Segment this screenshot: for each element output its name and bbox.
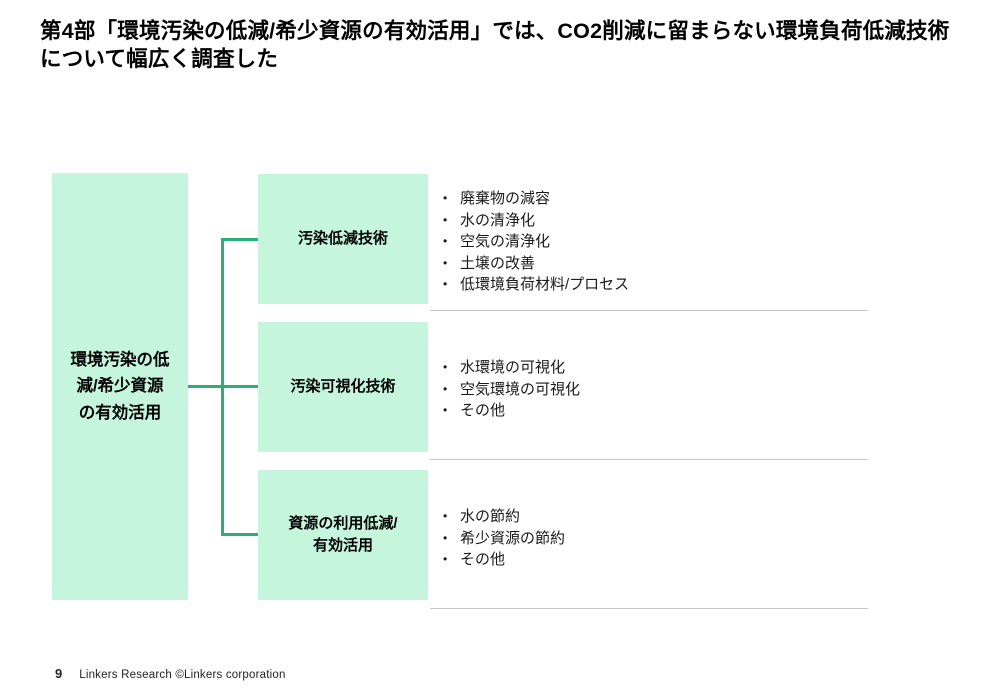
list-item: • その他 — [443, 400, 873, 422]
bullet-icon: • — [443, 552, 448, 566]
bullet-icon: • — [443, 191, 448, 205]
copyright-credit: Linkers Research ©Linkers corporation — [79, 669, 286, 681]
branch-label: 汚染低減技術 — [297, 230, 388, 248]
list-item-text: 低環境負荷材料/プロセス — [460, 276, 630, 293]
list-item: • 水の節約 — [443, 506, 873, 528]
list-item: • 低環境負荷材料/プロセス — [443, 274, 873, 296]
branch-box-resource-use-reduction: 資源の利用低減/有効活用 — [258, 470, 428, 600]
slide-title: 第4部「環境汚染の低減/希少資源の有効活用」では、CO2削減に留まらない環境負荷… — [40, 19, 950, 71]
page-number: 9 — [55, 666, 63, 681]
bullet-icon: • — [443, 381, 448, 396]
list-item-text: 水の節約 — [460, 508, 521, 525]
branch-box-pollution-visualization: 汚染可視化技術 — [258, 322, 428, 452]
bullet-icon: • — [443, 509, 448, 523]
bullet-icon: • — [443, 277, 448, 291]
root-category-label: 環境汚染の低減/希少資源の有効活用 — [70, 350, 170, 422]
list-item-text: 廃棄物の減容 — [460, 190, 551, 207]
connector-root-line — [188, 385, 258, 388]
bullet-icon: • — [443, 403, 448, 417]
bullet-icon: • — [443, 212, 448, 227]
list-item-text: 水環境の可視化 — [460, 359, 566, 376]
bullet-icon: • — [443, 255, 448, 270]
connector-branch-3-line — [221, 533, 258, 536]
list-item-text: その他 — [460, 402, 506, 419]
slide-footer: 9 Linkers Research ©Linkers corporation — [55, 666, 286, 681]
root-category-box: 環境汚染の低減/希少資源の有効活用 — [52, 173, 188, 600]
branch-items-pollution-reduction: • 廃棄物の減容 • 水の清浄化 • 空気の清浄化 • 土壌の改善 • 低環境負荷材料/プ… — [443, 188, 873, 296]
connector-branch-1-line — [221, 238, 258, 241]
bullet-icon: • — [443, 360, 448, 374]
list-item-text: 空気環境の可視化 — [460, 380, 581, 398]
list-item-text: 土壌の改善 — [460, 254, 536, 272]
bullet-icon: • — [443, 530, 448, 545]
list-item-text: 希少資源の節約 — [460, 529, 566, 547]
list-item: • 水の清浄化 — [443, 210, 873, 232]
list-item-text: 空気の清浄化 — [460, 233, 551, 250]
branch-label: 資源の利用低減/有効活用 — [288, 515, 398, 554]
list-item: • その他 — [443, 549, 873, 571]
branch-items-resource-use-reduction: • 水の節約 • 希少資源の節約 • その他 — [443, 506, 873, 571]
branch-box-pollution-reduction: 汚染低減技術 — [258, 174, 428, 304]
section-divider — [430, 310, 868, 311]
section-divider — [430, 459, 868, 460]
list-item: • 水環境の可視化 — [443, 357, 873, 379]
bullet-icon: • — [443, 234, 448, 248]
list-item: • 廃棄物の減容 — [443, 188, 873, 210]
branch-label: 汚染可視化技術 — [290, 378, 396, 396]
list-item: • 土壌の改善 — [443, 253, 873, 275]
list-item-text: 水の清浄化 — [460, 211, 536, 229]
list-item: • 希少資源の節約 — [443, 528, 873, 550]
section-divider — [430, 608, 868, 609]
list-item: • 空気の清浄化 — [443, 231, 873, 253]
branch-items-pollution-visualization: • 水環境の可視化 • 空気環境の可視化 • その他 — [443, 357, 873, 422]
list-item-text: その他 — [460, 551, 506, 568]
list-item: • 空気環境の可視化 — [443, 379, 873, 401]
